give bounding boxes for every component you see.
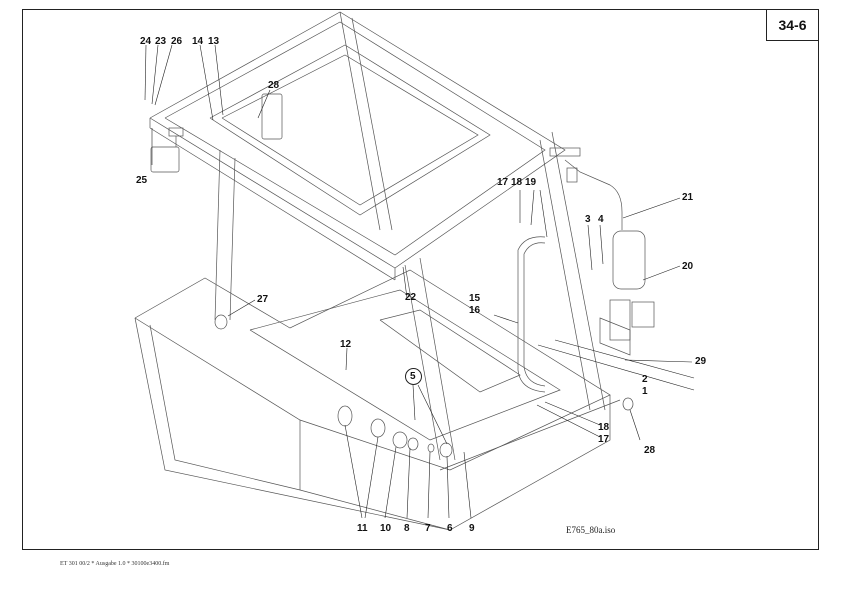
work-lamp bbox=[150, 93, 283, 173]
callout-10: 10 bbox=[380, 523, 392, 534]
roof-frame bbox=[149, 11, 566, 281]
page-number-box: 34-6 bbox=[766, 9, 819, 41]
callout-28-top: 28 bbox=[268, 80, 280, 91]
callout-13: 13 bbox=[208, 36, 220, 47]
mirror-assembly bbox=[549, 147, 655, 356]
callout-9: 9 bbox=[469, 523, 475, 534]
drawing-frame bbox=[22, 9, 819, 550]
callout-20: 20 bbox=[682, 261, 694, 272]
callout-8: 8 bbox=[404, 523, 410, 534]
callout-22: 22 bbox=[405, 292, 417, 303]
callout-2: 2 bbox=[642, 374, 648, 385]
drawing-file-name: E765_80a.iso bbox=[566, 525, 616, 535]
callout-17-bottom: 17 bbox=[598, 434, 610, 445]
callout-21: 21 bbox=[682, 192, 694, 203]
callout-1: 1 bbox=[642, 386, 648, 397]
callout-25: 25 bbox=[136, 175, 148, 186]
callout-19: 19 bbox=[525, 177, 537, 188]
callout-11: 11 bbox=[357, 523, 368, 534]
callout-4: 4 bbox=[598, 214, 604, 225]
callout-12: 12 bbox=[340, 339, 352, 350]
callout-29: 29 bbox=[695, 356, 707, 367]
hinge-parts bbox=[214, 314, 634, 458]
callout-3: 3 bbox=[585, 214, 591, 225]
pillars bbox=[214, 11, 606, 461]
callout-14: 14 bbox=[192, 36, 204, 47]
grab-handle bbox=[517, 236, 546, 393]
callout-26: 26 bbox=[171, 36, 183, 47]
callout-16: 16 bbox=[469, 305, 481, 316]
callout-18-top: 18 bbox=[511, 177, 523, 188]
callout-17-top: 17 bbox=[497, 177, 509, 188]
callout-15: 15 bbox=[469, 293, 481, 304]
callout-6: 6 bbox=[447, 523, 453, 534]
lower-body bbox=[134, 269, 621, 531]
callout-24: 24 bbox=[140, 36, 152, 47]
callout-circle-5 bbox=[405, 368, 422, 385]
page-footer: ET 301 00/2 * Ausgabe 1.0 * 30100e3400.f… bbox=[60, 561, 170, 567]
callout-18-bottom: 18 bbox=[598, 422, 610, 433]
leader-lines bbox=[144, 44, 695, 519]
callout-5: 5 bbox=[410, 371, 416, 382]
callout-23: 23 bbox=[155, 36, 167, 47]
callout-7: 7 bbox=[425, 523, 431, 534]
callout-28-bottom: 28 bbox=[644, 445, 656, 456]
callout-27: 27 bbox=[257, 294, 269, 305]
